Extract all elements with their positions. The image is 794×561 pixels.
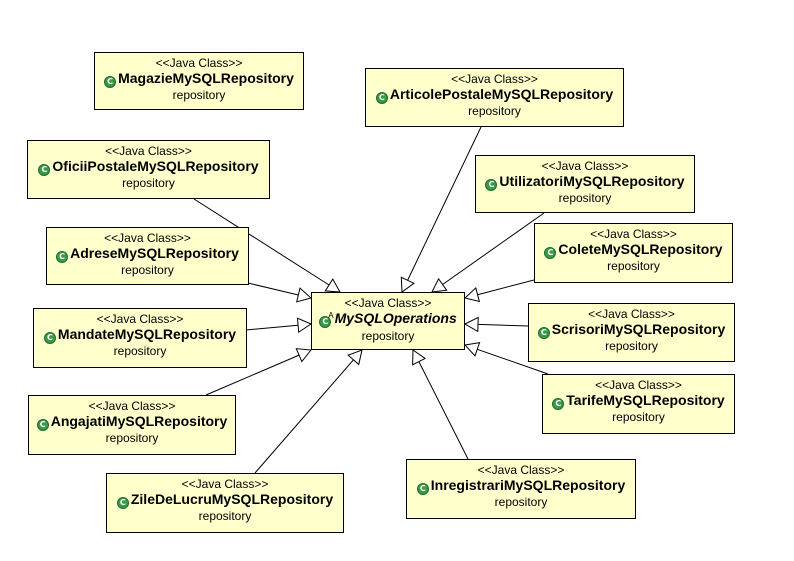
class-icon: C — [56, 251, 69, 263]
package-label: repository — [122, 176, 175, 190]
class-icon: C — [36, 419, 49, 431]
class-icon: C — [375, 92, 388, 104]
stereotype-label: <<Java Class>> — [541, 159, 629, 173]
edge-scrisori-line — [477, 323, 529, 327]
stereotype-label: <<Java Class>> — [590, 227, 677, 241]
class-icon: C — [43, 332, 56, 344]
class-icon: C — [116, 497, 129, 509]
package-label: repository — [361, 329, 415, 343]
stereotype-label: <<Java Class>> — [344, 296, 432, 310]
package-label: repository — [113, 344, 167, 358]
stereotype-label: <<Java Class>> — [477, 463, 565, 477]
stereotype-label: <<Java Class>> — [104, 231, 191, 245]
edge-tarife-arrowhead — [464, 342, 481, 357]
edge-zile-line — [254, 359, 354, 474]
edge-scrisori-arrowhead — [463, 316, 479, 333]
package-label: repository — [605, 339, 658, 353]
package-label: repository — [607, 259, 660, 273]
stereotype-label: <<Java Class>> — [588, 307, 675, 321]
edge-tarife-line — [477, 348, 549, 375]
abstract-marker: A — [328, 311, 334, 320]
package-label: repository — [612, 410, 665, 424]
stereotype-label: <<Java Class>> — [181, 477, 269, 491]
edge-angajati-arrowhead — [295, 348, 312, 363]
edge-oficii-arrowhead — [324, 278, 341, 293]
package-label: repository — [105, 431, 159, 445]
edge-articole-arrowhead — [400, 276, 415, 293]
edge-utilizatori-line — [442, 212, 545, 285]
edge-colete-line — [477, 279, 535, 296]
edge-zile-arrowhead — [347, 349, 363, 366]
class-icon: C — [416, 483, 429, 495]
package-label: repository — [468, 104, 521, 118]
class-icon: C — [544, 247, 557, 259]
class-icon: C — [537, 327, 550, 339]
edge-inregistrari-arrowhead — [412, 349, 427, 366]
class-mysqloperations[interactable]: <<Java Class>> CAMySQLOperations reposit… — [311, 292, 465, 350]
edge-inregistrari-line — [418, 361, 469, 460]
class-icon: C — [38, 164, 51, 176]
edge-colete-arrowhead — [463, 287, 481, 303]
edge-mandate-line — [245, 324, 299, 331]
class-icon: C — [552, 398, 565, 410]
abstract-class-icon: C — [319, 316, 332, 328]
edge-utilizatori-arrowhead — [431, 277, 448, 293]
stereotype-label: <<Java Class>> — [155, 56, 243, 70]
class-icon: C — [485, 179, 498, 191]
package-label: repository — [121, 263, 174, 277]
stereotype-label: <<Java Class>> — [105, 144, 192, 158]
edge-mandate-arrowhead — [296, 317, 313, 334]
class-name: CAMySQLOperations — [312, 310, 464, 329]
edge-articole-line — [407, 126, 482, 281]
stereotype-label: <<Java Class>> — [96, 312, 184, 326]
edge-adrese-arrowhead — [296, 287, 313, 303]
edge-adrese-line — [247, 282, 299, 296]
package-label: repository — [494, 495, 548, 509]
package-label: repository — [172, 88, 226, 102]
package-label: repository — [198, 509, 252, 523]
stereotype-label: <<Java Class>> — [88, 399, 176, 413]
stereotype-label: <<Java Class>> — [595, 378, 682, 392]
edge-oficii-line — [193, 198, 330, 286]
stereotype-label: <<Java Class>> — [451, 72, 538, 86]
package-label: repository — [558, 191, 612, 205]
class-icon: C — [104, 76, 117, 88]
edge-angajati-line — [205, 354, 300, 396]
